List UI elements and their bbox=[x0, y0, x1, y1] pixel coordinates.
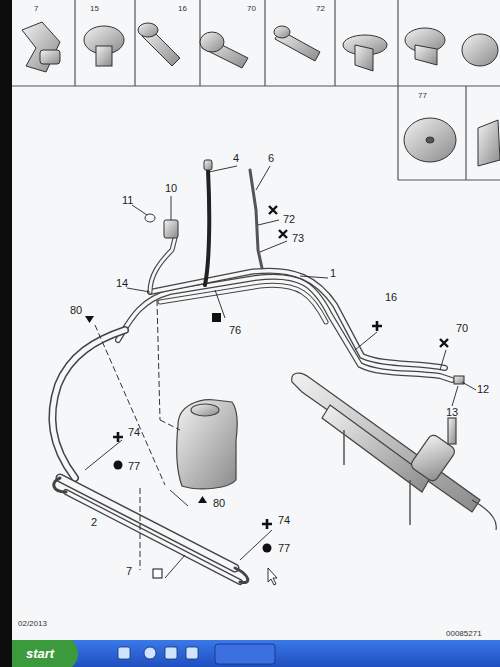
callout-number: 12 bbox=[477, 384, 489, 395]
callout-number: 10 bbox=[165, 183, 177, 194]
callout-number: 77 bbox=[418, 92, 427, 100]
start-button-text: start bbox=[26, 647, 54, 660]
callout-number: 16 bbox=[385, 292, 397, 303]
callout-number: 7 bbox=[126, 566, 132, 577]
callout-number: 6 bbox=[268, 153, 274, 164]
callout-number: 15 bbox=[90, 5, 99, 13]
callout-number: 14 bbox=[116, 278, 128, 289]
callout-number: 70 bbox=[456, 323, 468, 334]
callout-number: 02/2013 bbox=[18, 620, 47, 628]
callout-number: 74 bbox=[278, 515, 290, 526]
callout-number: 80 bbox=[213, 498, 225, 509]
callout-number: 11 bbox=[122, 195, 133, 206]
callout-number: 80 bbox=[70, 305, 82, 316]
callout-number: 77 bbox=[278, 543, 290, 554]
callout-number: 76 bbox=[229, 325, 241, 336]
callout-number: 74 bbox=[128, 427, 140, 438]
callout-number: 13 bbox=[446, 407, 458, 418]
callout-number: 7 bbox=[34, 5, 38, 13]
callout-number: 16 bbox=[178, 5, 187, 13]
callout-number: 72 bbox=[283, 214, 295, 225]
callout-number: 00085271 bbox=[446, 630, 482, 638]
callout-number: 73 bbox=[292, 233, 304, 244]
callout-number: 70 bbox=[247, 5, 256, 13]
callout-number: 72 bbox=[316, 5, 325, 13]
callout-number: 1 bbox=[330, 268, 336, 279]
callout-number: 77 bbox=[128, 461, 140, 472]
callout-number: 2 bbox=[91, 517, 97, 528]
callout-number: 4 bbox=[233, 153, 239, 164]
